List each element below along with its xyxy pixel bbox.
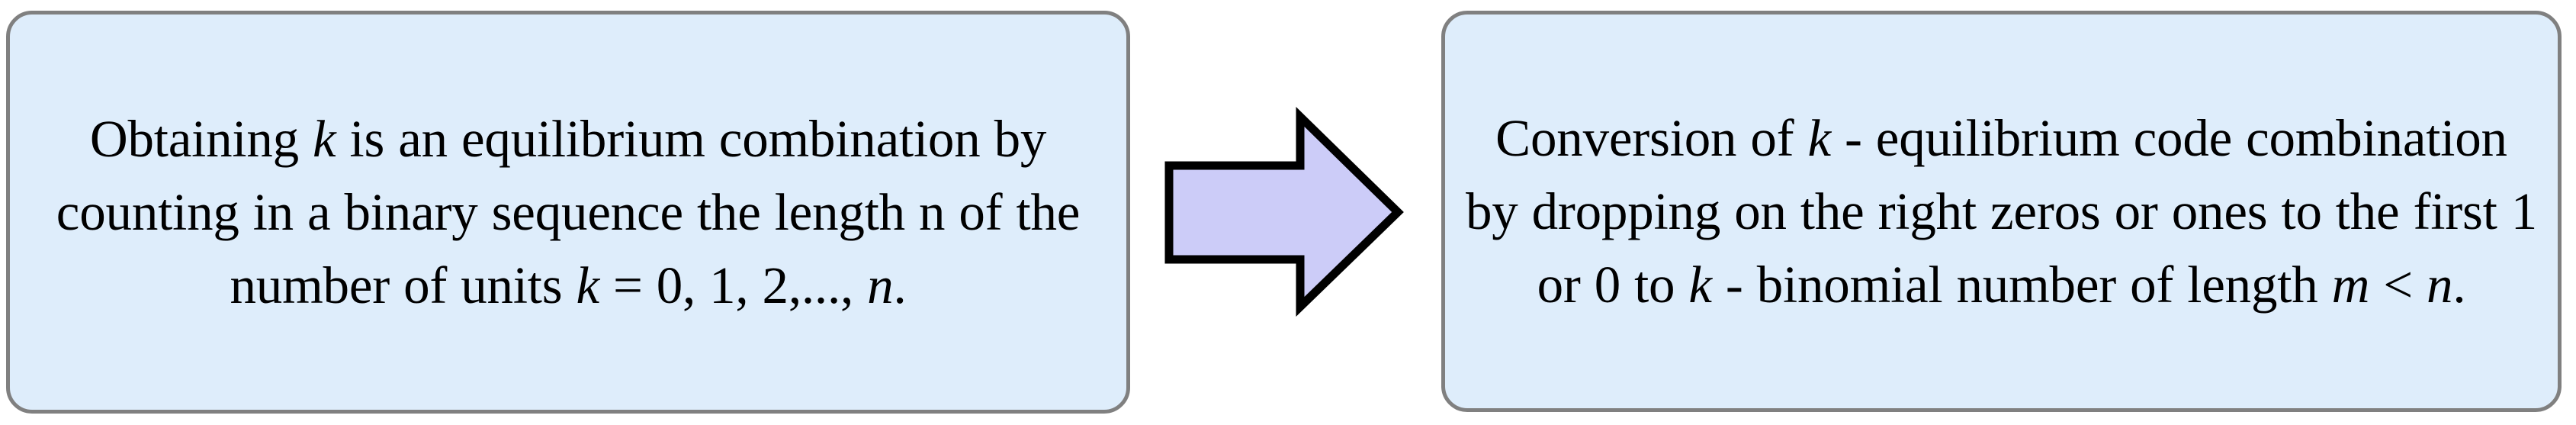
right-line1-suffix: - equilibrium code — [1830, 109, 2233, 167]
left-line1-prefix: Obtaining — [89, 110, 313, 168]
left-line2: combination by counting in a binary — [56, 110, 1047, 241]
left-line3: sequence the length n of the number — [230, 183, 1081, 314]
right-line3-variable-k: k — [1688, 256, 1712, 314]
right-line1-variable-k: k — [1807, 109, 1831, 167]
right-line1-prefix: Conversion of — [1495, 109, 1808, 167]
left-line4-middle: = 0, 1, 2,..., — [599, 256, 868, 314]
right-line4-prefix: binomial number of length — [1756, 256, 2332, 314]
right-line4-period: . — [2452, 256, 2466, 314]
right-line4-middle: < — [2369, 256, 2427, 314]
process-box-left-text: Obtaining k is an equilibrium combinatio… — [10, 102, 1126, 322]
block-arrow-right-icon — [1144, 99, 1434, 328]
right-line3-suffix: - — [1711, 256, 1743, 314]
process-box-right-text: Conversion of k - equilibrium code combi… — [1445, 101, 2558, 321]
right-line2: combination by dropping on the right — [1465, 109, 2507, 240]
left-line4-variable-n: n — [867, 256, 894, 314]
left-line4-variable-k: k — [576, 256, 599, 314]
right-line3-prefix: zeros or ones to the first 1 or 0 to — [1537, 182, 2538, 314]
left-line4-period: . — [893, 256, 907, 314]
block-arrow-right-shape — [1164, 106, 1404, 317]
left-line4-prefix: of units — [403, 256, 577, 314]
right-line4-variable-m: m — [2331, 256, 2370, 314]
right-line4-variable-n: n — [2427, 256, 2453, 314]
process-box-right[interactable]: Conversion of k - equilibrium code combi… — [1441, 11, 2562, 412]
process-box-left[interactable]: Obtaining k is an equilibrium combinatio… — [6, 11, 1130, 414]
left-line1-suffix: is an equilibrium — [336, 110, 705, 168]
left-line1-variable-k: k — [313, 110, 336, 168]
